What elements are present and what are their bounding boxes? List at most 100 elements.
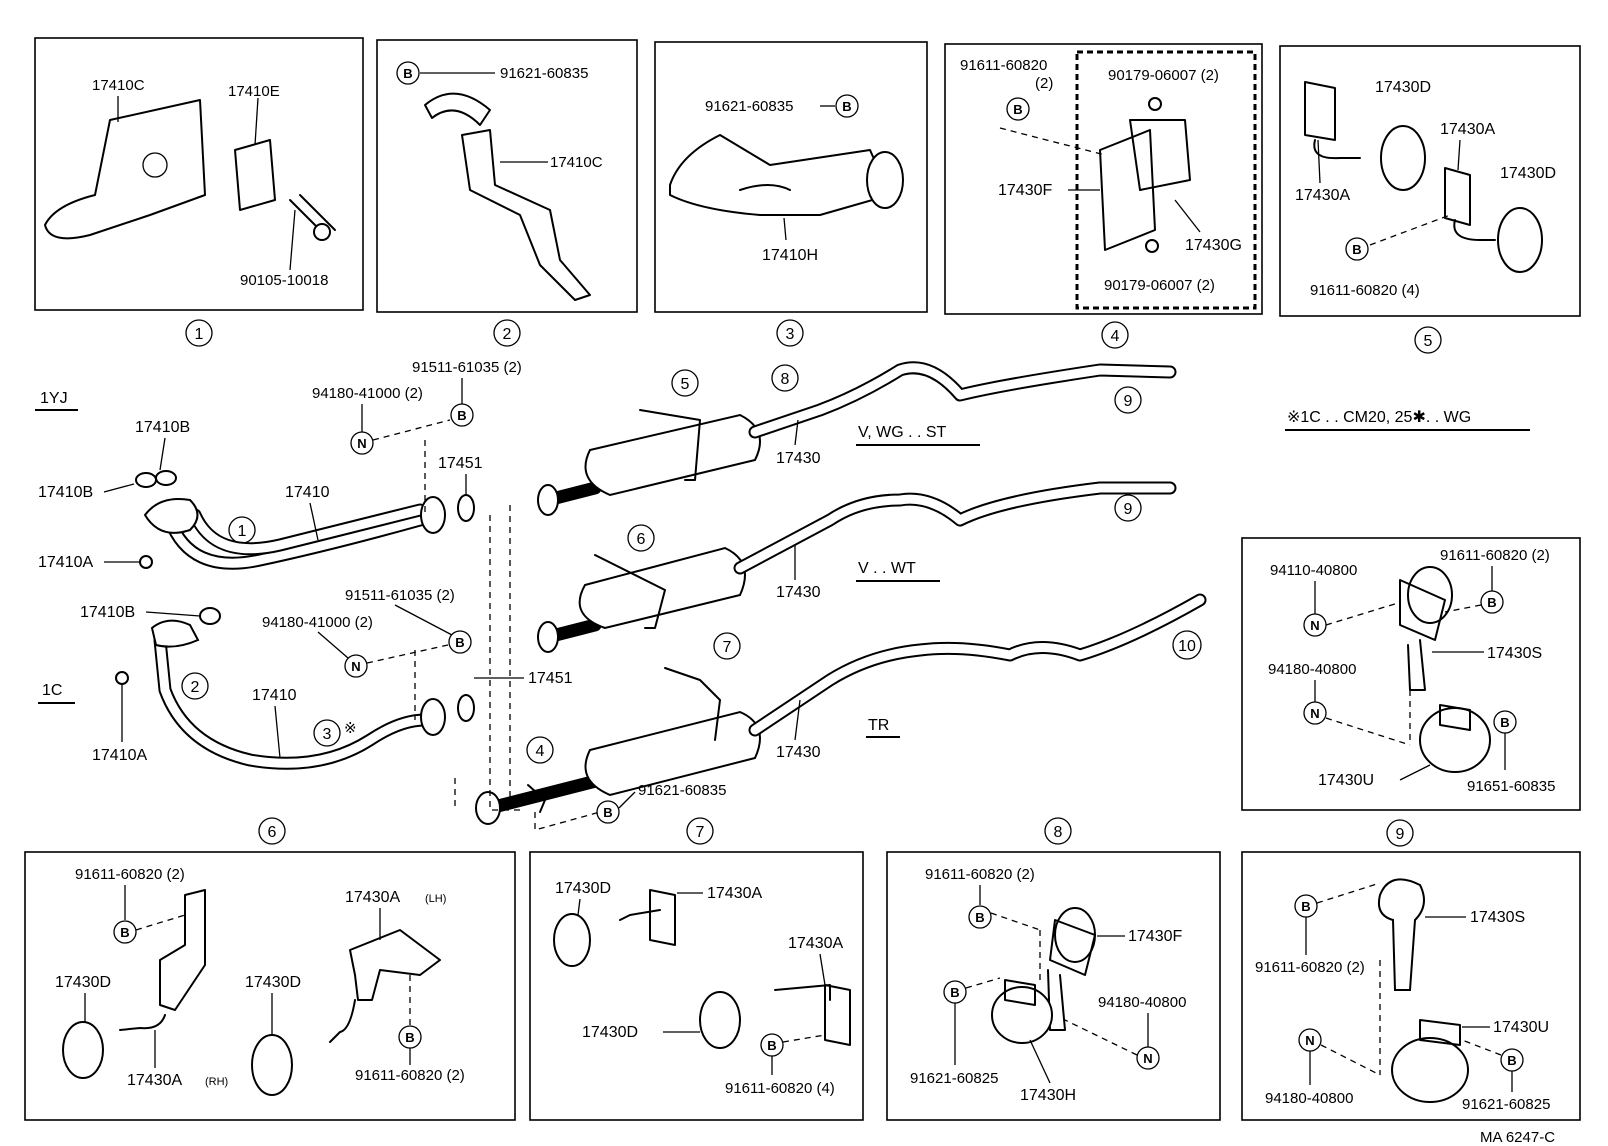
panel-7: 7 17430D 17430A 17430A 17430D B 91611-60… <box>529 817 864 1121</box>
hanger-17430s-p9 <box>1377 878 1425 991</box>
dash-p4 <box>999 127 1106 156</box>
leader-p7a <box>577 898 581 916</box>
tail-pipe-3-inner <box>750 595 1205 735</box>
label-17430-2: 17430 <box>776 584 821 601</box>
clamp-shape <box>424 92 491 126</box>
dash-p9c <box>1320 1044 1381 1076</box>
panel-9: 9 B 91611-60820 (2) 17430S 17430U N 9418… <box>1241 819 1581 1121</box>
label-17430d-b: 17430D <box>1500 165 1556 182</box>
label-94180-40800-p8: 94180-40800 <box>1098 994 1186 1011</box>
panel-10: 94110-40800 N 91611-60820 (2) B 17430S 9… <box>1241 537 1581 811</box>
plate-17430f-p8 <box>1049 919 1096 976</box>
clamp-17430u-ear <box>1439 704 1471 731</box>
front-pipe-1yj-a-inner <box>165 515 425 568</box>
panel-5-frame <box>1279 45 1581 317</box>
front-pipe-1yj-b-inner <box>190 505 425 554</box>
leader-17430-3 <box>794 699 801 741</box>
label-17430h: 17430H <box>1020 1087 1076 1104</box>
callout-8-circle <box>771 364 799 392</box>
label-17410e: 17410E <box>228 83 280 100</box>
panel-4-index-circle <box>1101 321 1129 349</box>
label-17430d-p7b: 17430D <box>582 1024 638 1041</box>
drawing-number: MA 6247-C <box>1480 1129 1555 1146</box>
label-94180-41000-top: 94180-41000 (2) <box>312 385 423 402</box>
label-91651-60835: 91651-60835 <box>1467 778 1555 795</box>
gasket-17451-2 <box>457 694 475 722</box>
label-17410-1: 17410 <box>285 484 330 501</box>
panel-1-frame <box>34 37 364 311</box>
gasket-17410b-2 <box>155 470 177 486</box>
nut-top <box>1148 97 1162 111</box>
label-91621-60835-b: 91621-60835 <box>705 98 793 115</box>
tail-pipe-3 <box>748 593 1207 737</box>
panel-9-index: 9 <box>1396 826 1405 843</box>
pipe-flange-1c <box>420 698 446 736</box>
callout-9a: 9 <box>1124 393 1133 410</box>
clamp-17430u <box>1419 707 1491 773</box>
nut-17410a-2 <box>115 671 129 685</box>
nut-n-8: N <box>1143 1051 1152 1066</box>
nut-n-10a: N <box>1310 618 1319 633</box>
label-17430u-p9: 17430U <box>1493 1019 1549 1036</box>
callout-3-mark: ※ <box>344 720 357 737</box>
tail-pipe-2 <box>733 481 1177 575</box>
panel-2: B 91621-60835 17410C 2 <box>376 39 638 347</box>
label-17410-2: 17410 <box>252 687 297 704</box>
label-91611-60820-p6b: 91611-60820 (2) <box>355 1067 465 1084</box>
gasket-17410b-1 <box>135 472 157 488</box>
panel-3-index-circle <box>776 319 804 347</box>
label-94180-40800-p9: 94180-40800 <box>1265 1090 1353 1107</box>
hanger-17430a-plate-2 <box>1444 167 1471 226</box>
label-17430-1: 17430 <box>776 450 821 467</box>
leader-p5b <box>1457 139 1461 171</box>
label-17430a-b: 17430A <box>1295 187 1350 204</box>
panel-2-frame <box>376 39 638 313</box>
dash-mid <box>366 644 449 664</box>
label-17410c: 17410C <box>92 77 145 94</box>
nut-n-top: N <box>357 436 366 451</box>
leader-p5c <box>1317 139 1321 184</box>
bolt-b-mark-circle-3 <box>835 94 859 118</box>
variant-v-wg-st: V, WG . . ST <box>858 424 947 441</box>
hanger-17430a-rh-rod <box>119 1014 166 1031</box>
bolt-b-8b: B <box>950 985 959 1000</box>
rubber-17430d-1 <box>1380 125 1426 191</box>
leader-p1b <box>254 97 259 146</box>
panel-6-frame <box>24 851 516 1121</box>
label-91611-60820-a: 91611-60820 <box>960 57 1047 74</box>
bracket-hole <box>142 152 168 178</box>
inlet-pipe-3 <box>483 773 607 815</box>
panel-8-frame <box>886 851 1221 1121</box>
panel-6: 6 91611-60820 (2) B 17430D 17430A (RH) 1… <box>24 817 516 1121</box>
callout-1: 1 <box>238 523 247 540</box>
dash-p5 <box>1369 214 1451 246</box>
callout-6: 6 <box>637 531 646 548</box>
inlet-flange-3 <box>475 791 501 825</box>
panel-6-index: 6 <box>268 824 277 841</box>
panel-8-index: 8 <box>1054 824 1063 841</box>
panel-1-index: 1 <box>195 326 204 343</box>
nut-17410a-1 <box>139 555 153 569</box>
leader-17410-1 <box>309 502 319 541</box>
clamp-17430u-p9 <box>1391 1037 1469 1103</box>
inlet-flange-2 <box>537 621 559 653</box>
front-pipe-1c-inner <box>155 635 430 768</box>
bracket-17410c-shape <box>44 99 206 240</box>
dash-p8c <box>965 977 1001 989</box>
manifold-flange-1yj <box>143 498 199 534</box>
label-17410a-1: 17410A <box>38 554 93 571</box>
callout-3-circle <box>313 719 341 747</box>
hanger-17430a-p7b-plate <box>824 984 851 1046</box>
bolt-head <box>313 223 331 241</box>
variant-v-wt: V . . WT <box>858 560 916 577</box>
applicability-note: ※1C . . CM20, 25✱. . WG <box>1287 409 1471 426</box>
label-17430s-p10: 17430S <box>1487 645 1542 662</box>
bolt-b-bottom: B <box>603 805 612 820</box>
label-17430a-rh: 17430A <box>127 1072 182 1089</box>
label-17410b-2: 17410B <box>38 484 93 501</box>
nut-n-mid: N <box>351 659 360 674</box>
dash-front-rear-1 <box>489 515 520 811</box>
label-91611-60820-p9: 91611-60820 (2) <box>1255 959 1365 976</box>
nut-n-mid-circle <box>344 654 368 678</box>
